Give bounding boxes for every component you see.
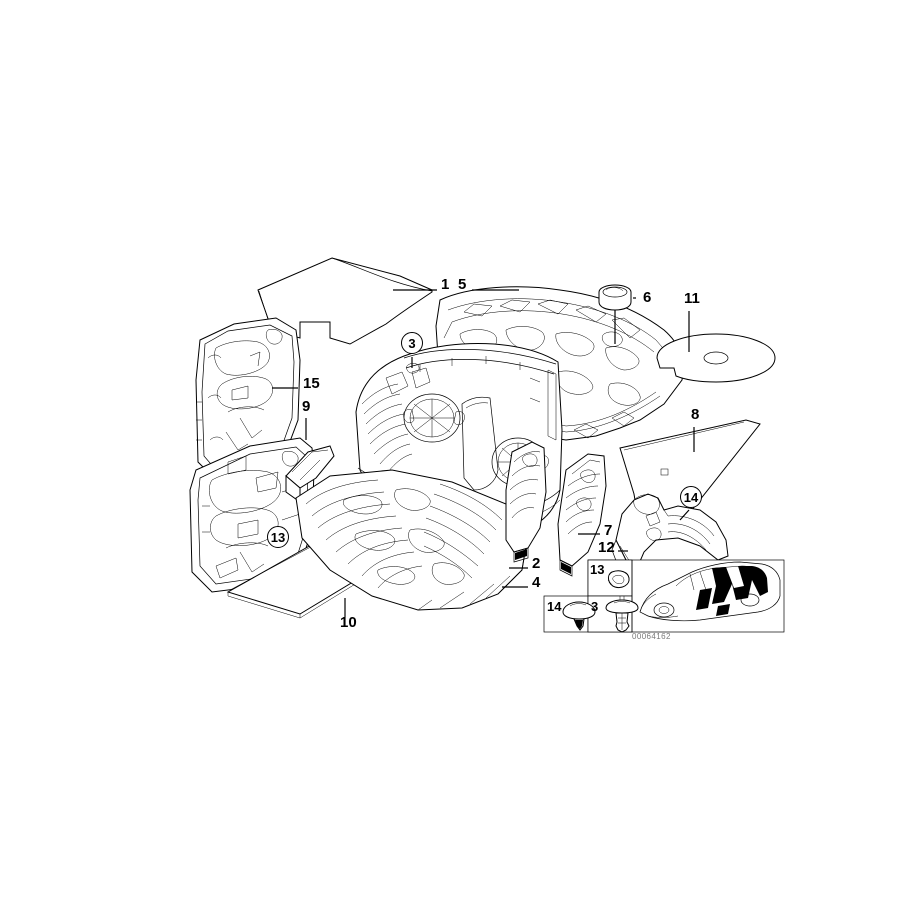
expanding-rivet-icon bbox=[605, 596, 639, 633]
part-14-wheelarch-liner bbox=[611, 493, 729, 575]
part-2-4-floor-insulation bbox=[295, 469, 529, 611]
callout-1-roof-insulation: 1 bbox=[441, 276, 450, 293]
part-6-grommet-cap bbox=[598, 284, 632, 311]
callout-10-flat-mat: 10 bbox=[340, 614, 357, 631]
part-2-pillar-insulation-left bbox=[505, 441, 547, 563]
oval-clip-icon bbox=[607, 570, 630, 588]
callout-13-clip: 13 bbox=[267, 526, 289, 548]
callout-8-flat-insulation-panel: 8 bbox=[691, 406, 700, 423]
diagram-id-label: 00064162 bbox=[632, 632, 671, 641]
callout-3-expanding-rivet: 3 bbox=[401, 332, 423, 354]
part-7-12-pillar-insulation bbox=[557, 453, 607, 577]
callout-14-plug: 14 bbox=[680, 486, 702, 508]
legend-label-3: 3 bbox=[591, 599, 599, 614]
callout-7-rear-pillar-insulation: 7 bbox=[604, 522, 613, 539]
callout-12-wheelarch-insulation: 12 bbox=[598, 539, 615, 556]
callout-15-door-insulation-upper: 15 bbox=[303, 375, 320, 392]
callout-4-floor-insulation-rear: 4 bbox=[532, 574, 541, 591]
callout-2-floor-insulation-left: 2 bbox=[532, 555, 541, 572]
leader-14 bbox=[679, 509, 690, 521]
callout-9-sill-insulation: 9 bbox=[302, 398, 311, 415]
callout-11-round-insulation-disc: 11 bbox=[684, 290, 700, 307]
mushroom-plug-icon bbox=[562, 601, 596, 631]
vehicle-location-thumbnail bbox=[639, 561, 781, 622]
legend-label-13: 13 bbox=[590, 562, 605, 577]
part-1-5-roof-insulation-sheet bbox=[257, 257, 433, 345]
part-11-round-disc bbox=[656, 333, 776, 383]
part-9-sill-strip bbox=[285, 445, 335, 503]
legend-label-14: 14 bbox=[547, 599, 562, 614]
callout-6-grommet-cap: 6 bbox=[643, 289, 652, 306]
callout-5-parcel-shelf-insulation: 5 bbox=[458, 276, 467, 293]
part-15-door-insulation bbox=[195, 317, 301, 479]
